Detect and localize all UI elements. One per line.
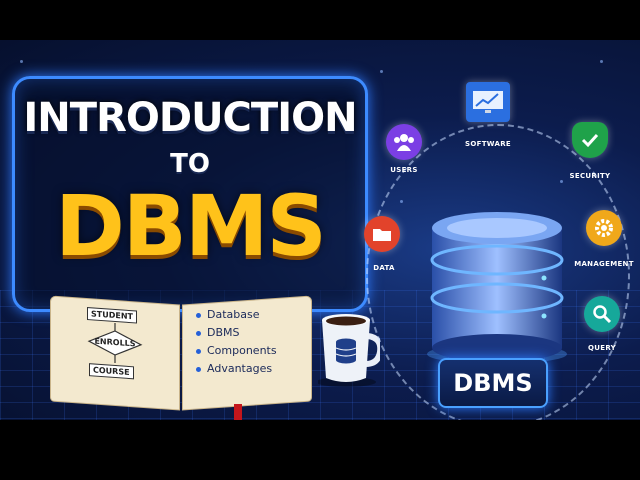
coffee-mug-icon bbox=[318, 314, 380, 387]
bullet-icon bbox=[196, 330, 201, 336]
title-line-3: DBMS bbox=[55, 177, 327, 275]
orbit-ring bbox=[366, 124, 630, 420]
bookmark-ribbon bbox=[234, 404, 242, 420]
title-panel: INTRODUCTION TO DBMS bbox=[12, 76, 368, 312]
book-left-page: STUDENT ENROLLS COURSE bbox=[50, 295, 180, 411]
database-cylinder-icon bbox=[427, 212, 567, 364]
dbms-badge: DBMS bbox=[438, 358, 548, 408]
topic-item: Components bbox=[196, 344, 277, 357]
open-book: STUDENT ENROLLS COURSE Database DBMS Com… bbox=[50, 295, 312, 420]
scene: INTRODUCTION TO DBMS STUDENT ENROLLS COU… bbox=[0, 40, 640, 420]
bullet-icon bbox=[196, 312, 201, 318]
topic-item: DBMS bbox=[196, 326, 240, 339]
title-line-2: TO bbox=[170, 149, 210, 179]
node-label-data: DATA bbox=[373, 264, 395, 272]
shield-check-icon bbox=[572, 122, 608, 158]
bullet-icon bbox=[196, 366, 201, 372]
folder-icon bbox=[364, 216, 400, 252]
sparkle bbox=[20, 60, 23, 63]
node-label-management: MANAGEMENT bbox=[574, 260, 634, 268]
title-line-1: INTRODUCTION bbox=[23, 95, 357, 141]
node-label-users: USERS bbox=[390, 166, 418, 174]
er-diagram-lines bbox=[87, 322, 143, 364]
sparkle bbox=[380, 70, 383, 73]
monitor-chart-icon bbox=[466, 82, 510, 122]
bullet-icon bbox=[196, 348, 201, 354]
gear-icon bbox=[586, 210, 622, 246]
sparkle bbox=[600, 60, 603, 63]
node-label-security: SECURITY bbox=[569, 172, 611, 180]
topic-item: Advantages bbox=[196, 362, 272, 375]
node-label-software: SOFTWARE bbox=[465, 140, 511, 148]
er-relationship-enrolls: ENROLLS bbox=[94, 336, 136, 349]
node-label-query: QUERY bbox=[588, 344, 616, 352]
magnifier-icon bbox=[584, 296, 620, 332]
users-icon bbox=[386, 124, 422, 160]
topic-item: Database bbox=[196, 308, 260, 321]
